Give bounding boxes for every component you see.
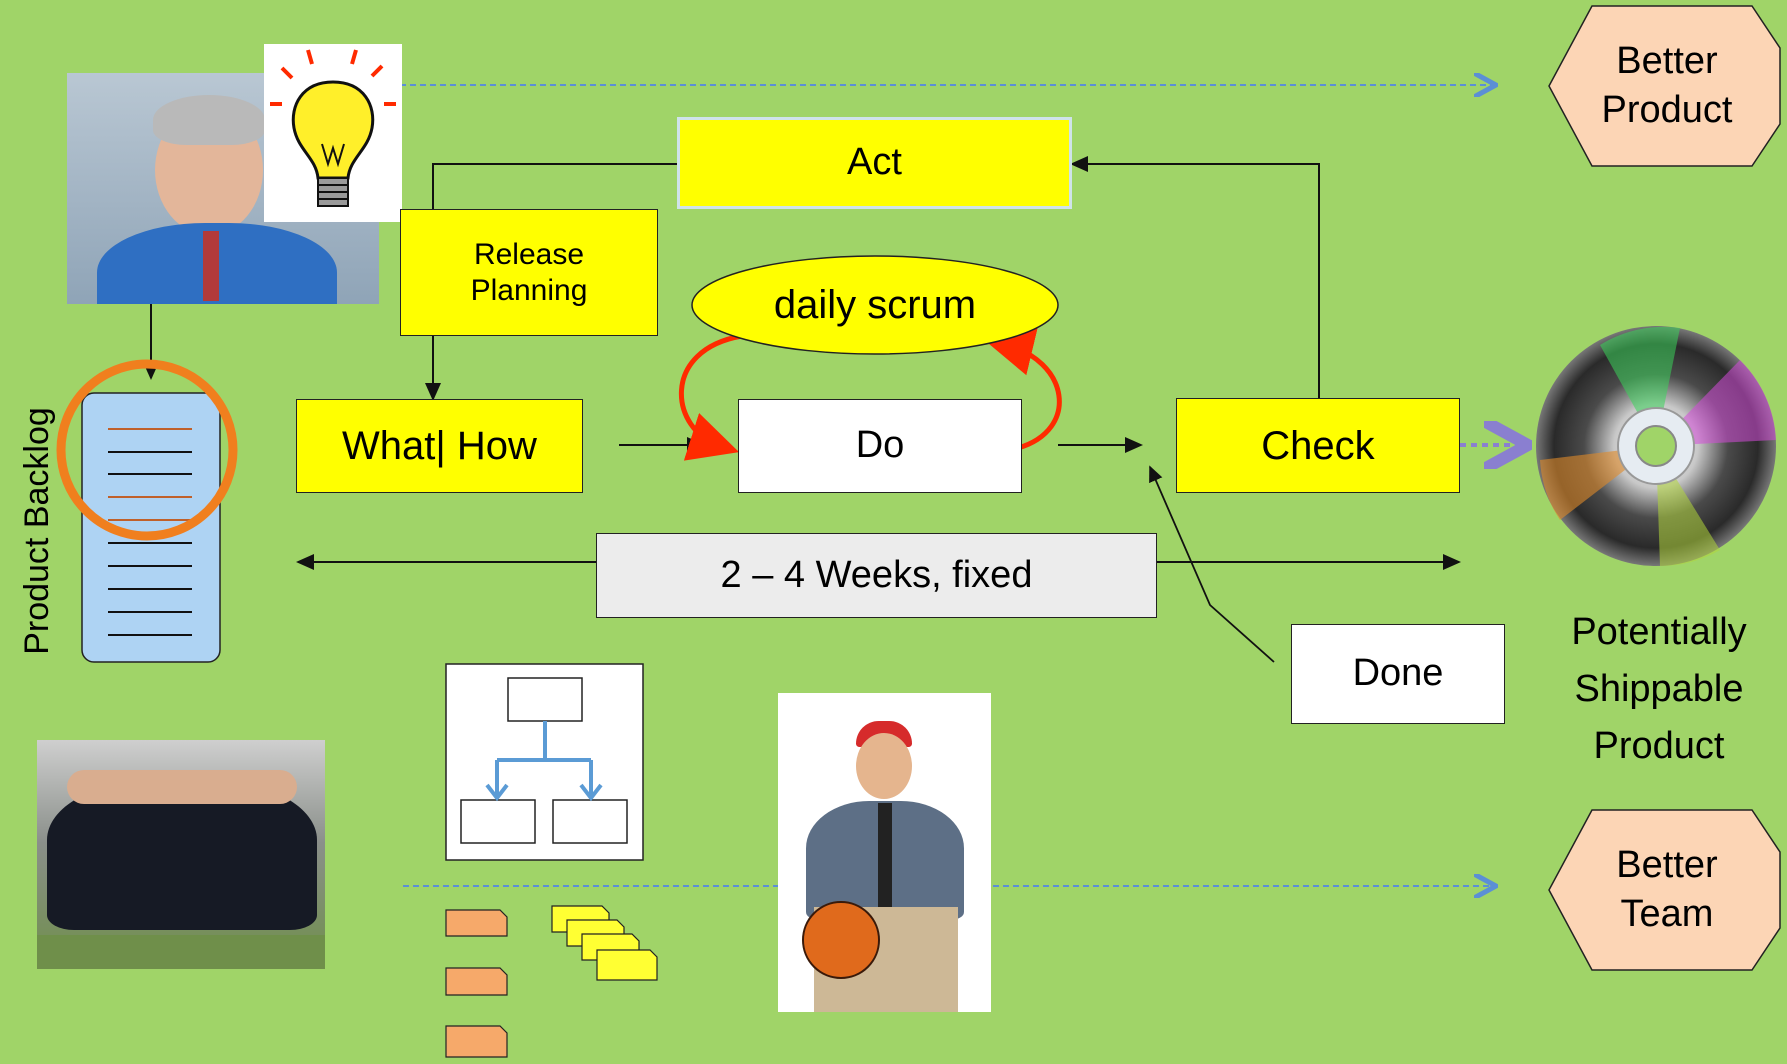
daily-scrum-loop-in	[678, 333, 743, 461]
cd-disc-icon	[1536, 326, 1776, 567]
act-label: Act	[847, 141, 902, 184]
act-box: Act	[677, 117, 1072, 209]
yellow-task-cards	[551, 905, 658, 981]
daily-scrum-loop-out	[983, 326, 1062, 451]
do-box: Do	[738, 399, 1022, 493]
what-how-box: What| How	[296, 399, 583, 493]
team-huddle-photo	[37, 740, 325, 969]
duration-label: 2 – 4 Weeks, fixed	[720, 553, 1033, 596]
orange-task-cards	[445, 909, 508, 1058]
product-backlog-list	[81, 392, 221, 663]
daily-scrum-label: daily scrum	[773, 282, 977, 327]
done-pointer-connector	[1149, 465, 1275, 663]
what-how-label: What| How	[342, 424, 537, 468]
duration-box: 2 – 4 Weeks, fixed	[596, 533, 1157, 618]
done-box: Done	[1291, 624, 1505, 724]
release-planning-box: Release Planning	[400, 209, 658, 336]
product-owner-photo	[67, 73, 379, 304]
release-planning-label: Release Planning	[470, 237, 588, 307]
scrum-master-photo	[778, 693, 991, 1012]
better-product-label: Better Product	[1601, 39, 1733, 131]
daily-scrum-ellipse	[691, 255, 1059, 355]
do-label: Do	[855, 424, 905, 467]
lightbulb-icon	[264, 44, 402, 222]
check-to-act-connector	[1070, 156, 1320, 398]
potentially-shippable-label: Potentially Shippable Product	[1571, 611, 1747, 767]
done-label: Done	[1352, 652, 1444, 695]
product-backlog-label: Product Backlog	[18, 407, 56, 655]
better-product-hexagon	[1548, 5, 1781, 167]
better-team-label: Better Team	[1616, 843, 1718, 935]
backlog-highlight-circle	[56, 359, 238, 541]
check-box: Check	[1176, 398, 1460, 493]
org-chart-icon	[445, 663, 644, 861]
check-label: Check	[1261, 423, 1375, 468]
better-team-hexagon	[1548, 809, 1781, 971]
